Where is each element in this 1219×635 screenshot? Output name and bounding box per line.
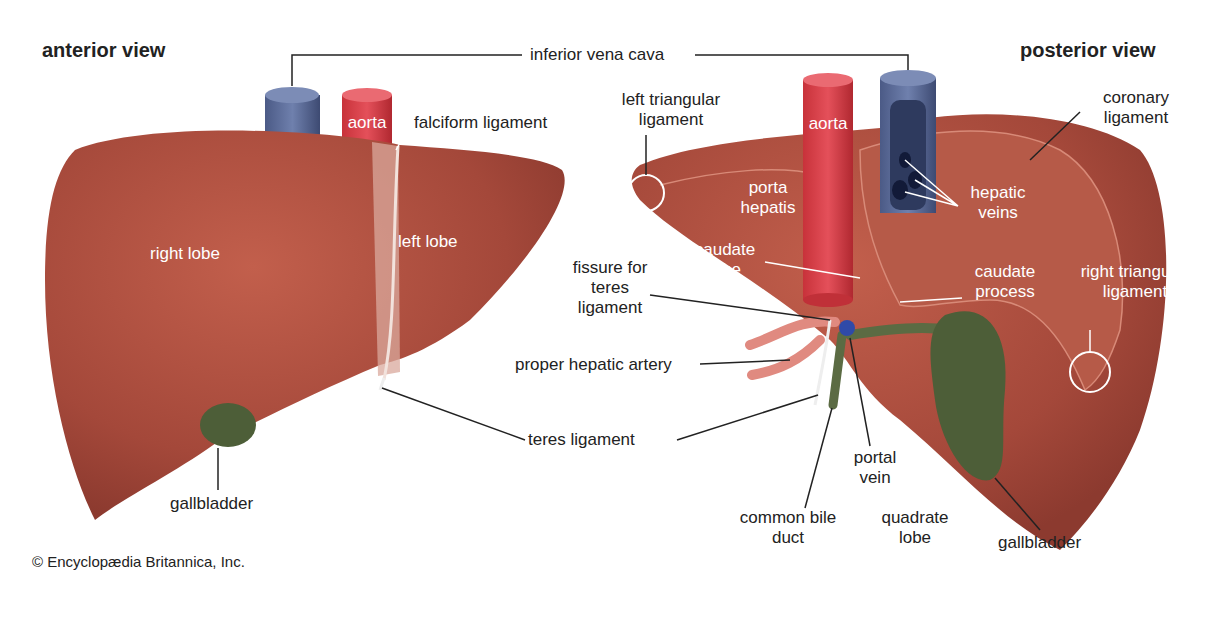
liver-anterior <box>45 131 565 520</box>
aorta-top <box>803 73 853 87</box>
ligament-edge <box>660 170 820 185</box>
part-label: hepatic veins <box>958 183 1038 223</box>
portal-vein-shape <box>839 320 855 336</box>
part-label: teres ligament <box>528 430 635 450</box>
aorta-top <box>342 88 392 102</box>
falciform-edge <box>384 146 398 380</box>
aorta-bottom <box>803 293 853 307</box>
part-label: © Encyclopædia Britannica, Inc. <box>32 552 245 571</box>
part-label: left triangular ligament <box>596 90 746 130</box>
part-label: caudate lobe <box>680 240 770 280</box>
part-label: right lobe <box>150 244 220 264</box>
bile-duct <box>833 335 842 405</box>
part-label: gallbladder <box>998 533 1081 553</box>
part-label: proper hepatic artery <box>515 355 672 375</box>
part-label: coronary ligament <box>1086 88 1186 128</box>
gallbladder-shape <box>931 311 1006 480</box>
part-label: aorta <box>342 113 392 133</box>
part-label: common bile duct <box>738 508 838 548</box>
aorta <box>803 80 853 300</box>
leader-lines-light <box>396 125 1090 505</box>
part-label: anterior view <box>42 38 165 62</box>
teres-ligament-shape <box>815 320 830 405</box>
part-label: portal vein <box>840 448 910 488</box>
part-label: fissure for teres ligament <box>560 258 660 318</box>
part-label: gallbladder <box>170 494 253 514</box>
hepatic-vein-opening <box>892 180 908 200</box>
part-label: quadrate lobe <box>875 508 955 548</box>
highlight-circle <box>628 175 664 211</box>
part-label: posterior view <box>1020 38 1156 62</box>
part-label: caudate process <box>960 262 1050 302</box>
leader-lines <box>218 55 1080 530</box>
part-label: left lobe <box>398 232 458 252</box>
part-label: inferior vena cava <box>530 45 664 65</box>
part-label: right triangular ligament <box>1080 262 1190 302</box>
vena-cava-top <box>265 87 319 103</box>
gallbladder-shape <box>200 403 256 447</box>
part-label: aorta <box>803 114 853 134</box>
part-label: porta hepatis <box>728 178 808 218</box>
part-label: falciform ligament <box>414 113 547 133</box>
highlight-circle <box>1070 352 1110 392</box>
vena-cava-top <box>880 70 936 86</box>
